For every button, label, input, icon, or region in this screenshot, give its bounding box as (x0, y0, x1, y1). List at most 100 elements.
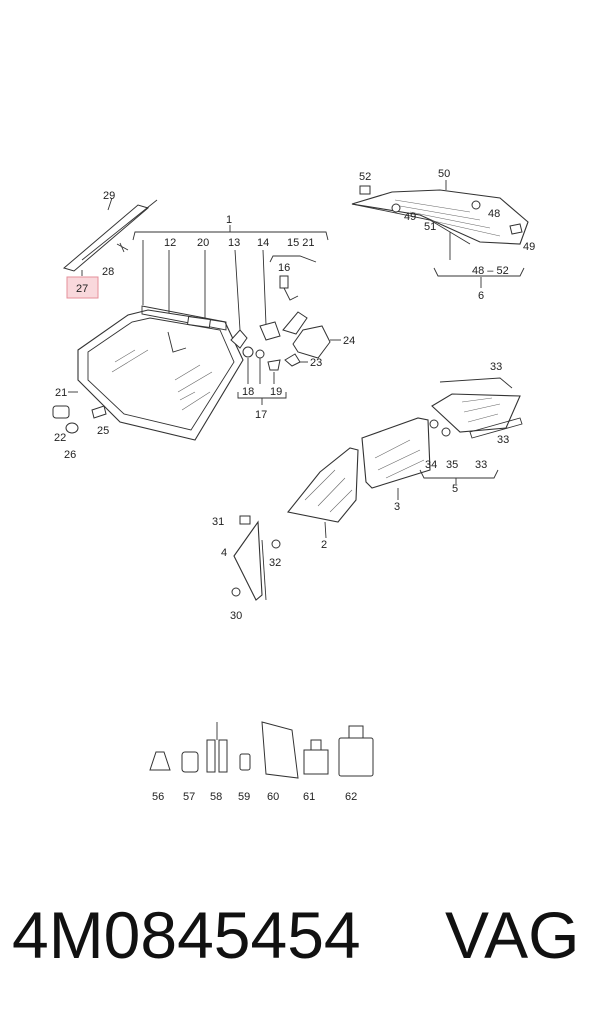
part-number: 4M0845454 (12, 898, 361, 972)
cover-24[interactable] (292, 325, 331, 359)
kit-bag-60 (261, 721, 299, 779)
bracket-1 (132, 225, 329, 241)
callout-29: 29 (103, 190, 115, 202)
callout-32: 32 (269, 557, 281, 569)
clip-49a (391, 203, 401, 213)
windscreen-group: 1 12 20 13 14 15 21 16 24 23 18 19 (52, 214, 355, 461)
callout-3: 3 (394, 501, 400, 513)
callout-12: 12 (164, 237, 176, 249)
canister-61 (303, 749, 329, 775)
clip-49b (509, 223, 523, 235)
clip-23 (284, 353, 301, 367)
clip-18a (242, 346, 254, 358)
door-glass-2[interactable] (287, 447, 359, 523)
callout-5: 5 (452, 483, 458, 495)
callout-50: 50 (438, 168, 450, 180)
pad-48 (471, 200, 481, 210)
windscreen-glass[interactable] (77, 309, 244, 441)
clip-32 (271, 539, 281, 549)
callout-28: 28 (102, 266, 114, 278)
clip-52 (359, 185, 371, 195)
callout-30: 30 (230, 610, 242, 622)
callout-14: 14 (257, 237, 269, 249)
callout-34: 34 (425, 459, 437, 471)
callout-59: 59 (238, 791, 250, 803)
brand-label: VAG (445, 898, 580, 972)
side-windows-group: 2 3 33 33 34 35 33 5 (287, 361, 523, 551)
callout-56: 56 (152, 791, 164, 803)
callout-13: 13 (228, 237, 240, 249)
seal-33b (469, 417, 523, 439)
callout-2: 2 (321, 539, 327, 551)
clip-18b (255, 349, 265, 359)
callout-57: 57 (183, 791, 195, 803)
windscreen-seal-12 (141, 305, 227, 331)
highlight-box-27 (66, 276, 99, 299)
mirror-base-20 (186, 315, 212, 329)
sensor-14 (259, 321, 281, 341)
bracket-6 (433, 232, 525, 277)
callout-20: 20 (197, 237, 209, 249)
footer: 4M0845454 VAG (0, 890, 600, 990)
seal-33a (439, 377, 513, 389)
callout-33a: 33 (490, 361, 502, 373)
stud-25 (91, 405, 107, 419)
cartridge-58a (206, 739, 216, 773)
callout-26: 26 (64, 449, 76, 461)
trim-strip-27[interactable] (62, 204, 150, 272)
callout-4: 4 (221, 547, 227, 559)
callout-33b: 33 (497, 434, 509, 446)
callout-18: 18 (242, 386, 254, 398)
cover-15 (282, 311, 308, 335)
cap-22 (52, 405, 70, 419)
callout-48: 48 (488, 208, 500, 220)
corner-glass-4[interactable] (233, 520, 263, 601)
callout-60: 60 (267, 791, 279, 803)
bracket-17 (237, 392, 287, 405)
clip-35 (441, 427, 451, 437)
connector-16 (279, 275, 289, 289)
canister-62 (338, 737, 374, 777)
cartridge-58b (218, 739, 228, 773)
callout-1: 1 (226, 214, 232, 226)
clip-31 (239, 515, 251, 525)
callout-15-21: 15 21 (287, 237, 315, 249)
bottle-59 (239, 753, 251, 771)
door-glass-3[interactable] (361, 417, 431, 489)
callout-61: 61 (303, 791, 315, 803)
callout-49b: 49 (523, 241, 535, 253)
callout-58: 58 (210, 791, 222, 803)
rear-window-glass[interactable] (351, 189, 529, 245)
callout-48-52: 48 – 52 (472, 265, 509, 277)
clip-19 (267, 359, 281, 371)
quarter-glass-5[interactable] (431, 393, 521, 433)
callout-21: 21 (55, 387, 67, 399)
nozzle-56 (149, 751, 171, 771)
callout-23: 23 (310, 357, 322, 369)
parts-diagram: 29 28 27 1 12 20 13 14 15 21 16 2 4 23 (52, 168, 535, 803)
callout-25: 25 (97, 425, 109, 437)
trim-strip-29 (81, 199, 158, 261)
callout-27: 27 (76, 283, 88, 295)
callout-35: 35 (446, 459, 458, 471)
bracket-13 (230, 329, 248, 349)
trim-strip-group: 29 28 27 (62, 190, 158, 299)
callout-52: 52 (359, 171, 371, 183)
callout-49a: 49 (404, 211, 416, 223)
screw-30 (231, 587, 241, 597)
callout-16: 16 (278, 262, 290, 274)
callout-19: 19 (270, 386, 282, 398)
consumables-group: 56 57 58 59 60 61 62 (149, 721, 374, 803)
clip-28 (116, 242, 129, 253)
callout-33c: 33 (475, 459, 487, 471)
callout-17: 17 (255, 409, 267, 421)
callout-62: 62 (345, 791, 357, 803)
clip-34 (429, 419, 439, 429)
nozzle-57 (181, 751, 199, 773)
callout-51: 51 (424, 221, 436, 233)
corner-window-group: 31 4 32 30 (212, 515, 281, 622)
callout-22: 22 (54, 432, 66, 444)
rear-window-group: 52 50 49 48 51 49 48 – 52 6 (351, 168, 535, 302)
washer-26 (65, 422, 79, 434)
bracket-5 (419, 469, 499, 484)
